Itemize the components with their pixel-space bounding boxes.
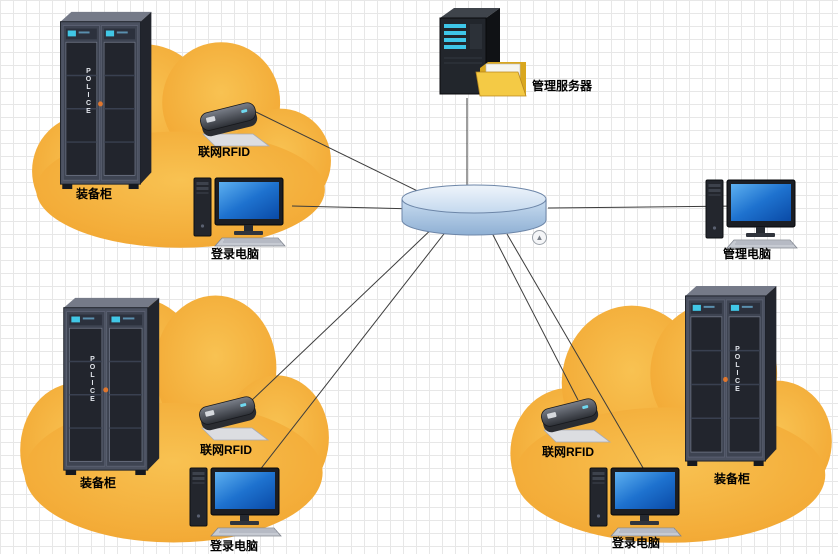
police-text: POLICE bbox=[89, 356, 96, 404]
wire-hub-rfid-bottom-left bbox=[249, 223, 438, 403]
server-label: 管理服务器 bbox=[532, 79, 593, 93]
login-computer-bottom-right[interactable] bbox=[588, 466, 688, 538]
login-pc-label-top-left: 登录电脑 bbox=[211, 247, 260, 261]
computer-icon bbox=[705, 179, 798, 249]
cabinet-icon bbox=[63, 297, 160, 476]
rfid-reader-icon bbox=[199, 396, 270, 441]
wire-hub-pc-bottom-left bbox=[251, 229, 448, 481]
cabinet-icon bbox=[60, 11, 152, 190]
cabinet-icon bbox=[685, 285, 777, 467]
wire-hub-pc-top-left bbox=[291, 205, 417, 210]
computer-icon bbox=[589, 467, 682, 537]
rfid-label-top-left: 联网RFID bbox=[198, 145, 250, 159]
rfid-label-bottom-right: 联网RFID bbox=[542, 445, 594, 459]
equipment-cabinet-top-left[interactable]: POLICE bbox=[55, 8, 155, 190]
server-tower-icon bbox=[439, 8, 527, 97]
login-computer-bottom-left[interactable] bbox=[188, 466, 288, 538]
wire-hub-rfid-top-left bbox=[255, 111, 439, 202]
rfid-reader-icon bbox=[541, 398, 612, 443]
rfid-reader-bottom-left[interactable] bbox=[192, 386, 272, 442]
computer-icon bbox=[189, 467, 282, 537]
admin-computer[interactable] bbox=[704, 178, 804, 250]
management-server[interactable] bbox=[428, 6, 533, 106]
login-computer-top-left[interactable] bbox=[192, 176, 292, 248]
cabinet-label-bottom-left: 装备柜 bbox=[80, 476, 117, 490]
computer-icon bbox=[193, 177, 286, 247]
cabinet-label-top-left: 装备柜 bbox=[76, 187, 113, 201]
police-text: POLICE bbox=[734, 346, 741, 394]
login-pc-label-bottom-right: 登录电脑 bbox=[612, 536, 661, 550]
rfid-label-bottom-left: 联网RFID bbox=[200, 443, 252, 457]
login-pc-label-bottom-left: 登录电脑 bbox=[210, 539, 259, 553]
folder-icon bbox=[475, 62, 527, 97]
equipment-cabinet-bottom-left[interactable]: POLICE bbox=[58, 294, 163, 476]
network-hub[interactable] bbox=[398, 182, 550, 240]
admin-pc-label: 管理电脑 bbox=[723, 247, 772, 261]
rfid-reader-bottom-right[interactable] bbox=[534, 388, 614, 444]
wire-hub-rfid-bottom-right bbox=[491, 232, 579, 401]
cabinet-label-bottom-right: 装备柜 bbox=[714, 472, 751, 486]
police-text: POLICE bbox=[85, 68, 92, 116]
hub-cylinder-icon bbox=[401, 184, 547, 236]
connector-badge-icon: ▲ bbox=[532, 230, 547, 245]
rfid-reader-icon bbox=[200, 102, 271, 147]
rfid-reader-top-left[interactable] bbox=[193, 92, 273, 148]
equipment-cabinet-bottom-right[interactable]: POLICE bbox=[680, 282, 780, 467]
wire-hub-pc-bottom-right bbox=[506, 233, 647, 474]
